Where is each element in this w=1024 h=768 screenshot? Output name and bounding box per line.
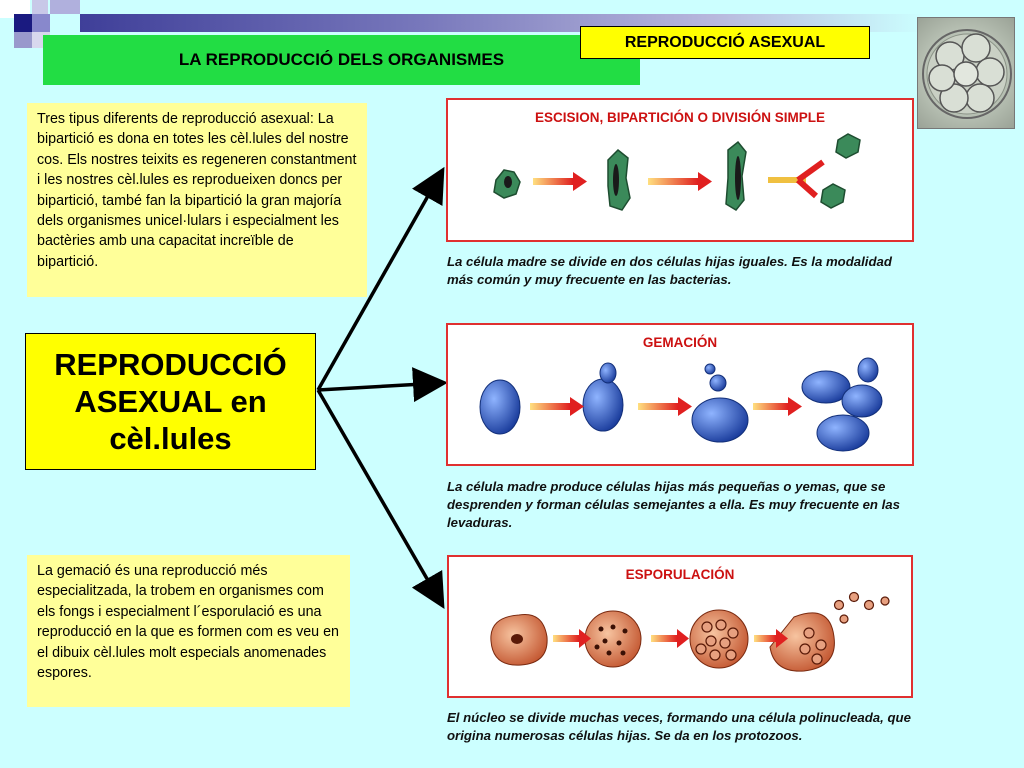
panel-title-sporulation: ESPORULACIÓN xyxy=(625,567,735,582)
caption-sporulation: El núcleo se divide muchas veces, forman… xyxy=(447,710,911,743)
decor-square xyxy=(50,0,80,14)
decor-square xyxy=(0,0,30,18)
decor-square xyxy=(32,14,50,32)
embryo-cells-photo xyxy=(917,17,1015,129)
note-bipartition: Tres tipus diferents de reproducció asex… xyxy=(27,103,367,297)
decor-square xyxy=(14,14,32,32)
slide-title: LA REPRODUCCIÓ DELS ORGANISMES xyxy=(43,35,640,85)
panel-budding: GEMACIÓN xyxy=(446,323,914,466)
decor-square xyxy=(14,32,32,48)
caption-budding: La célula madre produce células hijas má… xyxy=(447,479,900,530)
section-tag: REPRODUCCIÓ ASEXUAL xyxy=(580,26,870,59)
panel-title-budding: GEMACIÓN xyxy=(642,335,718,350)
fission-illustration xyxy=(493,133,861,211)
main-topic-box: REPRODUCCIÓ ASEXUAL en cèl.lules xyxy=(25,333,316,470)
arrow-to-budding xyxy=(317,367,448,403)
panel-fission: ESCISION, BIPARTICIÓN O DIVISIÓN SIMPLE xyxy=(446,98,914,242)
caption-fission: La célula madre se divide en dos células… xyxy=(447,254,892,287)
budding-illustration xyxy=(479,357,883,452)
note-budding: La gemació és una reproducció més especi… xyxy=(27,555,350,707)
sporulation-illustration xyxy=(490,591,890,672)
panel-sporulation: ESPORULACIÓN xyxy=(447,555,913,698)
embryo-cells-icon xyxy=(922,29,1012,119)
panel-title-fission: ESCISION, BIPARTICIÓN O DIVISIÓN SIMPLE xyxy=(534,110,826,125)
decor-square xyxy=(32,0,48,14)
